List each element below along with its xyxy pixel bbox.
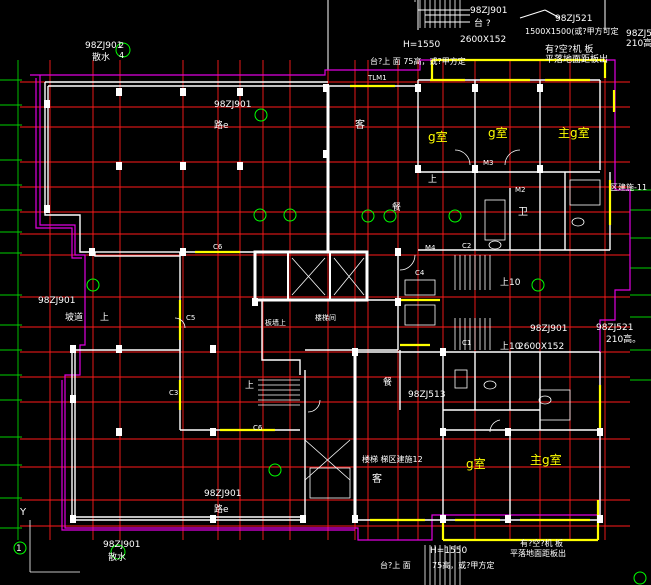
- ref-bottom-mid: 98ZJ901: [103, 540, 140, 550]
- windows: [178, 58, 616, 542]
- frac-top: 2: [119, 41, 124, 50]
- ac-note-bottom-1: 有?空?机 板: [520, 538, 563, 548]
- ke-2: 客: [372, 472, 382, 485]
- axis-num-1: 1: [16, 544, 22, 554]
- ref-left-wall: 板墙上: [265, 318, 286, 327]
- doors: [174, 149, 521, 433]
- ref-98zj513: 98ZJ513: [408, 390, 445, 400]
- ref-98zj901-right: 98ZJ901: [530, 324, 567, 334]
- ref-210-r: 210高。: [606, 333, 641, 345]
- g-room-3: g室: [466, 456, 486, 471]
- c1: C1: [462, 339, 471, 347]
- left-ref: 98ZJ901: [85, 41, 122, 51]
- dim-2600: 2600X152: [460, 35, 506, 45]
- coordinate-axis: [29, 520, 80, 573]
- ref-bottom-left: 98ZJ901: [204, 489, 241, 499]
- m2: M2: [515, 186, 526, 194]
- ac-note-bottom-2: 平落地面距板出: [510, 548, 566, 558]
- ac-note-1: 有?空?机 板: [545, 43, 593, 55]
- top-ref-1b: 台 ?: [474, 17, 491, 29]
- ramp: 坡道: [65, 311, 83, 323]
- h-note: H=1550: [403, 40, 440, 50]
- fixtures: [404, 179, 601, 421]
- c6-1: C6: [213, 243, 223, 251]
- c6-2: C6: [253, 424, 263, 432]
- ke-1: 客: [355, 118, 365, 131]
- axis-y: Y: [19, 507, 27, 518]
- m3: M3: [483, 159, 494, 167]
- ref-98zj901-mid: 98ZJ901: [214, 100, 251, 110]
- shang-1: 上: [428, 174, 437, 185]
- dim-2600b: 2600X152: [518, 342, 564, 352]
- shang-10: 上10: [500, 277, 521, 288]
- shang-stair: 上: [245, 380, 254, 391]
- c3: C3: [169, 389, 178, 397]
- shang-10b: 上10: [500, 341, 521, 352]
- m4: M4: [425, 244, 436, 252]
- tlm1: TLM1: [367, 74, 387, 82]
- can-2: 餐: [383, 376, 392, 388]
- stair-box-note: 楼梯间: [315, 313, 336, 322]
- scatter-bottom: 散水: [108, 551, 126, 563]
- road-e: 路e: [214, 119, 229, 131]
- sill-note: 台?上 面 75高，或?甲方定: [370, 56, 466, 66]
- can-1: 餐: [392, 201, 401, 213]
- top-ref-2: 98ZJ521: [555, 14, 592, 24]
- top-note-210: 210高。: [626, 37, 651, 49]
- left-grid-ticks: [0, 60, 651, 540]
- ac-note-2: 平落地面距板出: [545, 53, 608, 65]
- road-e-bottom: 路e: [214, 503, 229, 515]
- h-note-bottom: H=1550: [430, 546, 467, 556]
- c5: C5: [186, 314, 195, 322]
- ref-11: 区建施-11: [610, 182, 647, 192]
- shang-left: 上: [100, 312, 109, 323]
- main-g-room-1: 主g室: [558, 125, 590, 140]
- left-scatter: 散水: [92, 51, 110, 63]
- stairs: [258, 0, 491, 585]
- frac-bot: 4: [119, 51, 124, 60]
- stair-note: 楼梯 梯区建施12: [362, 454, 423, 464]
- top-dimension-lines: [327, 0, 606, 70]
- left-ref-2: 98ZJ901: [38, 296, 75, 306]
- top-ref-1: 98ZJ901: [470, 6, 507, 16]
- c2: C2: [462, 242, 471, 250]
- sill-note-bottom2: 75高，或?甲方定: [432, 560, 494, 570]
- main-g-room-2: 主g室: [530, 452, 562, 467]
- g-room-2: g室: [488, 125, 508, 140]
- ref-98zj521-r: 98ZJ521: [596, 323, 633, 333]
- top-ref-3: 98ZJ52: [626, 29, 651, 39]
- sill-note-bottom: 台?上 面: [380, 560, 411, 570]
- g-room-1: g室: [428, 129, 448, 144]
- columns: [44, 84, 603, 523]
- c4: C4: [415, 269, 425, 277]
- top-note-window: 1500X1500(或?甲方可定: [525, 26, 619, 36]
- grid-circles: [13, 42, 647, 585]
- wei: 卫: [518, 207, 528, 218]
- text-labels: 98ZJ901 台 ? 98ZJ521 1500X1500(或?甲方可定 98Z…: [16, 6, 651, 570]
